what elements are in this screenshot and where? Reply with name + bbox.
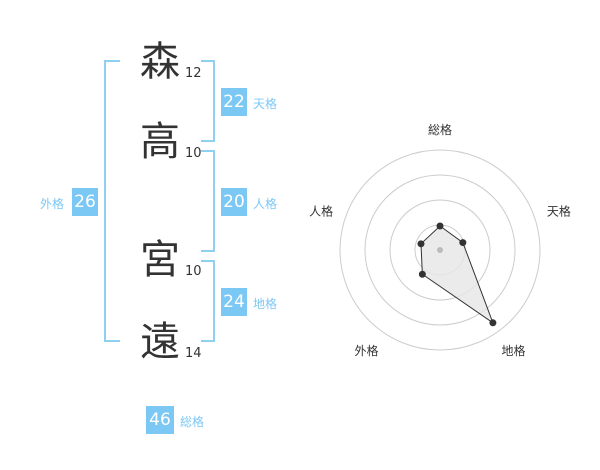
gaikaku-label: 外格 — [40, 197, 65, 211]
soukaku-label: 総格 — [180, 415, 205, 429]
radar-data-point — [418, 270, 426, 278]
radar-axis-label: 人格 — [309, 203, 333, 218]
soukaku-value: 46 — [146, 406, 174, 434]
stroke-count-1: 12 — [185, 66, 202, 81]
chikaku-value: 24 — [221, 288, 247, 316]
jinkaku-value: 20 — [221, 188, 247, 216]
radar-data-point — [459, 239, 467, 247]
radar-axis-label: 地格 — [501, 343, 525, 358]
radar-center-dot — [437, 247, 443, 253]
jinkaku-bracket — [201, 150, 215, 252]
stroke-count-2: 10 — [185, 146, 202, 161]
radar-axis-label: 総格 — [428, 122, 452, 137]
radar-grid-ring — [389, 199, 491, 301]
tenkaku-value: 22 — [221, 88, 247, 116]
radar-data-point — [489, 319, 497, 327]
radar-grid-ring — [339, 149, 541, 351]
radar-data-polygon — [420, 225, 494, 325]
tenkaku-bracket — [201, 60, 215, 142]
name-char-1: 森 — [140, 39, 180, 85]
name-char-4: 遠 — [140, 319, 180, 365]
chikaku-bracket — [201, 260, 215, 342]
radar-data-point — [436, 222, 444, 230]
stroke-count-3: 10 — [185, 264, 202, 279]
gaikaku-bracket — [104, 60, 120, 342]
radar-data-point — [417, 240, 425, 248]
radar-axis-label: 外格 — [355, 343, 379, 358]
name-char-3: 宮 — [140, 237, 180, 283]
chikaku-label: 地格 — [253, 297, 278, 311]
stroke-count-4: 14 — [185, 346, 202, 361]
jinkaku-label: 人格 — [253, 197, 278, 211]
radar-grid-ring — [364, 174, 516, 326]
name-char-2: 高 — [140, 119, 180, 165]
gaikaku-value: 26 — [72, 188, 98, 216]
radar-axis-label: 天格 — [547, 203, 571, 218]
tenkaku-label: 天格 — [253, 97, 278, 111]
